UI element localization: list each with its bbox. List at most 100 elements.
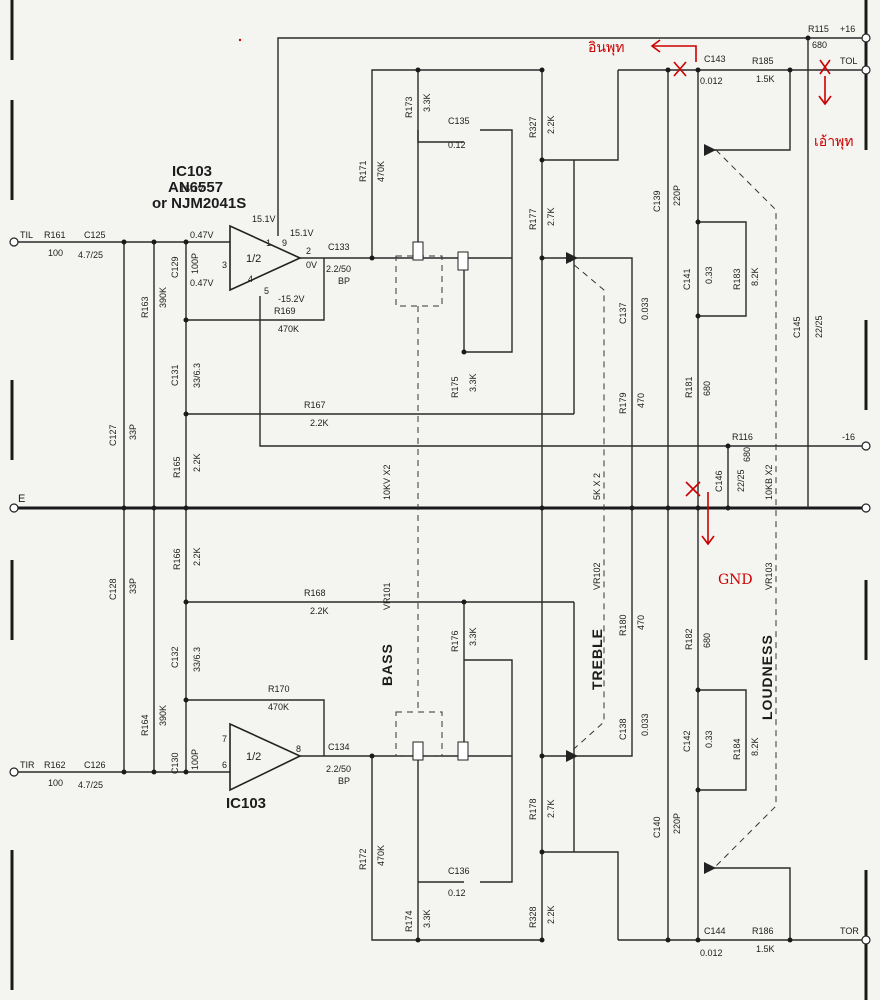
label-vr102: VR102 <box>592 562 602 590</box>
label-c135: C135 <box>448 116 470 126</box>
label-r116: R116 <box>732 432 753 442</box>
label-c143-value: 0.012 <box>700 76 723 86</box>
voltage-15-1v-a: 15.1V <box>252 214 276 224</box>
junction-dots <box>121 35 811 943</box>
label-c131: C131 <box>170 364 180 386</box>
label-r184: R184 <box>732 738 742 760</box>
pot-wipers <box>412 144 716 874</box>
label-c129-value: 100P <box>190 253 200 274</box>
terminal-tir: TIR <box>20 760 35 770</box>
label-r115-value: 680 <box>812 40 827 50</box>
pin-3: 3 <box>222 260 227 270</box>
label-c145-value: 22/25 <box>814 315 824 338</box>
label-r163-value: 390K <box>158 287 168 308</box>
note-gnd: GND <box>718 572 753 588</box>
label-r164: R164 <box>140 714 150 736</box>
terminal-til: TIL <box>20 230 33 240</box>
page-edge-marks <box>10 0 868 1000</box>
label-c138-value: 0.033 <box>640 713 650 736</box>
label-r167-value: 2.2K <box>310 418 329 428</box>
label-r166: R166 <box>172 548 182 570</box>
label-r328: R328 <box>528 906 538 928</box>
label-c136: C136 <box>448 866 470 876</box>
opamp-top <box>229 224 302 292</box>
label-r327-value: 2.2K <box>546 115 556 134</box>
label-r177-value: 2.7K <box>546 207 556 226</box>
label-r175: R175 <box>450 376 460 398</box>
voltage-15-1v-c: 15.1V <box>180 184 204 194</box>
label-c142: C142 <box>682 730 692 752</box>
label-c141-value: 0.33 <box>704 266 714 284</box>
label-r170: R170 <box>268 684 290 694</box>
label-r176-value: 3.3K <box>468 627 478 646</box>
schematic-wires <box>14 37 866 941</box>
label-r161: R161 <box>44 230 66 240</box>
label-r328-value: 2.2K <box>546 905 556 924</box>
label-c128: C128 <box>108 578 118 600</box>
label-r176: R176 <box>450 630 460 652</box>
label-r162-value: 100 <box>48 778 63 788</box>
label-r172: R172 <box>358 848 368 870</box>
pin-7: 7 <box>222 734 227 744</box>
label-r174-value: 3.3K <box>422 909 432 928</box>
label-loudness: LOUDNESS <box>759 634 775 720</box>
label-r170-value: 470K <box>268 702 289 712</box>
label-r167: R167 <box>304 400 326 410</box>
label-c126-value: 4.7/25 <box>78 780 103 790</box>
label-r186: R186 <box>752 926 774 936</box>
label-r185-value: 1.5K <box>756 74 775 84</box>
label-r327: R327 <box>528 116 538 138</box>
label-r164-value: 390K <box>158 705 168 726</box>
label-treble-pot: 5K X 2 <box>592 473 602 500</box>
opamp-label-bottom: 1/2 <box>246 751 261 763</box>
label-r184-value: 8.2K <box>750 737 760 756</box>
rail-minus-16: -16 <box>842 432 855 442</box>
voltage-neg-15-2v: -15.2V <box>278 294 305 304</box>
label-r168-value: 2.2K <box>310 606 329 616</box>
pin-9: 9 <box>282 238 287 248</box>
label-c134-value: 2.2/50 <box>326 764 351 774</box>
label-r175-value: 3.3K <box>468 373 478 392</box>
label-treble: TREBLE <box>589 628 605 690</box>
label-r178-value: 2.7K <box>546 799 556 818</box>
label-c129: C129 <box>170 256 180 278</box>
label-c144-value: 0.012 <box>700 948 723 958</box>
ic-part: AN6557 <box>168 179 223 196</box>
label-vr103: VR103 <box>764 562 774 590</box>
label-r161-value: 100 <box>48 248 63 258</box>
label-r116-value: 680 <box>742 447 752 462</box>
voltage-15-1v-b: 15.1V <box>290 228 314 238</box>
label-bass-pot: 10KV X2 <box>382 464 392 500</box>
label-r180-value: 470 <box>636 615 646 630</box>
label-c138: C138 <box>618 718 628 740</box>
terminals <box>9 33 871 945</box>
label-r171-value: 470K <box>376 161 386 182</box>
label-r173-value: 3.3K <box>422 93 432 112</box>
label-r163: R163 <box>140 296 150 318</box>
label-c139-value: 220P <box>672 185 682 206</box>
label-r165-value: 2.2K <box>192 453 202 472</box>
rail-e: E <box>18 493 25 505</box>
label-c139: C139 <box>652 190 662 212</box>
voltage-0-47v-b: 0.47V <box>190 278 214 288</box>
label-r186-value: 1.5K <box>756 944 775 954</box>
label-c133-type: BP <box>338 276 350 286</box>
label-r173: R173 <box>404 96 414 118</box>
label-loudness-pot: 10KB X2 <box>764 464 774 500</box>
label-r182: R182 <box>684 628 694 650</box>
label-r177: R177 <box>528 208 538 230</box>
label-r183-value: 8.2K <box>750 267 760 286</box>
ic-ref-bottom: IC103 <box>226 795 266 812</box>
label-r185: R185 <box>752 56 774 66</box>
label-c132: C132 <box>170 646 180 668</box>
label-c146: C146 <box>714 470 724 492</box>
label-vr101: VR101 <box>382 582 392 610</box>
terminal-tor: TOR <box>840 926 859 936</box>
label-c137-value: 0.033 <box>640 297 650 320</box>
opamp-bottom <box>229 722 302 792</box>
label-r182-value: 680 <box>702 633 712 648</box>
label-r181: R181 <box>684 376 694 398</box>
label-r180: R180 <box>618 614 628 636</box>
label-r183: R183 <box>732 268 742 290</box>
